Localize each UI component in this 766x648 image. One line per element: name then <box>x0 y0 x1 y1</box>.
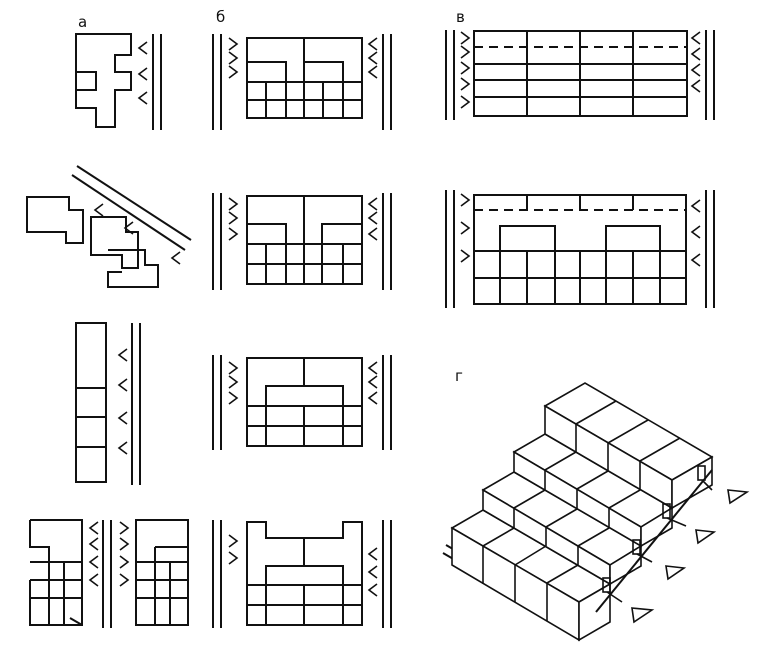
plan-b4 <box>212 520 392 628</box>
label-a: а <box>78 13 87 31</box>
plan-v2 <box>445 190 715 308</box>
label-v: в <box>456 8 465 26</box>
plan-a3 <box>75 322 141 485</box>
plan-b3 <box>212 355 392 450</box>
plan-a4 <box>29 519 189 628</box>
plan-b1 <box>212 34 392 130</box>
plan-a1 <box>75 33 162 130</box>
plan-b2 <box>212 193 392 290</box>
label-b: б <box>216 8 225 26</box>
axonometric-terraces <box>442 382 750 642</box>
plan-a2 <box>26 165 192 288</box>
plan-v1 <box>445 30 715 120</box>
label-g: г <box>455 367 463 385</box>
